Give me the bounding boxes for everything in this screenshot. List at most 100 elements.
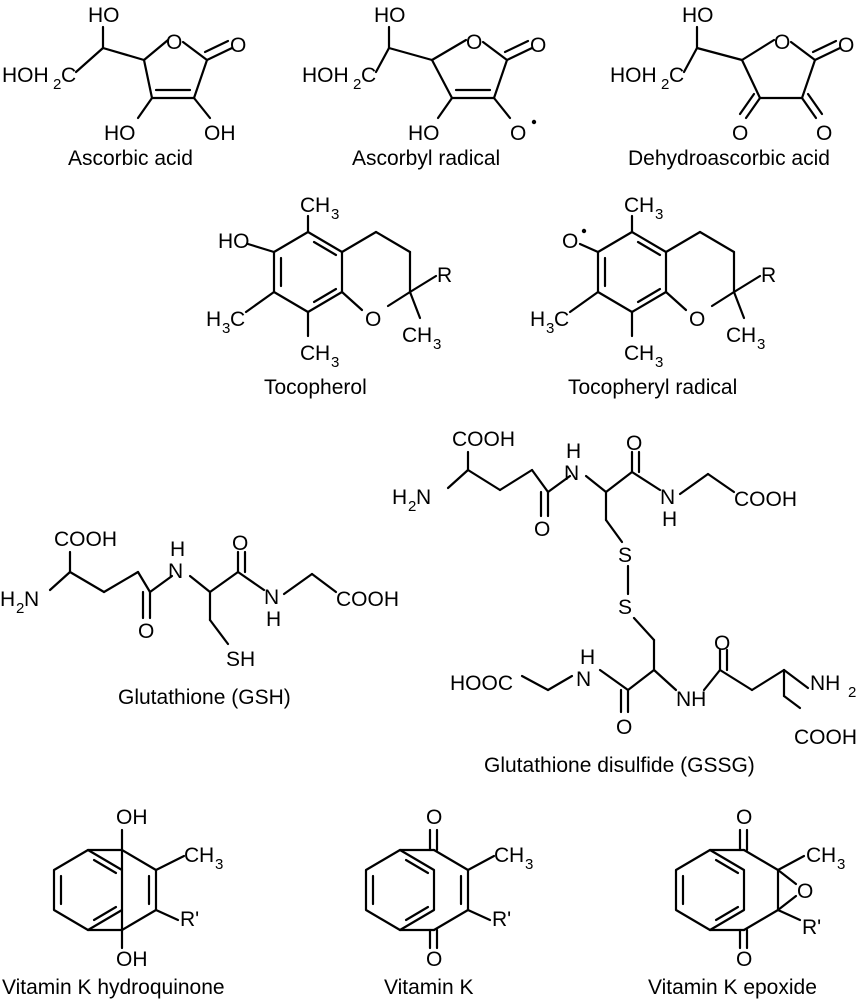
svg-text:3: 3 bbox=[546, 320, 554, 337]
svg-text:O: O bbox=[466, 31, 482, 54]
svg-text:N: N bbox=[24, 588, 39, 611]
svg-text:3: 3 bbox=[655, 354, 663, 371]
svg-text:S: S bbox=[618, 596, 632, 619]
svg-text:R: R bbox=[437, 264, 452, 287]
svg-text:COOH: COOH bbox=[794, 726, 857, 749]
svg-text:OH: OH bbox=[204, 122, 236, 145]
svg-text:O: O bbox=[365, 308, 381, 331]
svg-text:2: 2 bbox=[661, 76, 669, 93]
svg-text:H: H bbox=[639, 194, 654, 217]
svg-text:COOH: COOH bbox=[336, 588, 399, 611]
svg-text:N: N bbox=[564, 462, 579, 485]
svg-text:H: H bbox=[199, 844, 214, 867]
svg-text:3: 3 bbox=[837, 856, 845, 873]
svg-text:HOH: HOH bbox=[2, 64, 49, 87]
svg-text:R': R' bbox=[492, 908, 511, 931]
svg-text:R: R bbox=[761, 264, 776, 287]
svg-text:C: C bbox=[230, 308, 245, 331]
svg-text:N: N bbox=[660, 486, 675, 509]
svg-text:O: O bbox=[232, 532, 248, 555]
svg-text:2: 2 bbox=[848, 684, 856, 701]
svg-text:NH: NH bbox=[810, 672, 840, 695]
caption-tocopherol: Tocopherol bbox=[264, 376, 367, 399]
tocopheryl-radical-structure: C H 3 O R C H 3 O H 3 C C H 3 Tocopheryl… bbox=[530, 194, 776, 399]
svg-text:NH: NH bbox=[676, 688, 706, 711]
svg-text:O: O bbox=[562, 230, 578, 253]
svg-text:H: H bbox=[315, 342, 330, 365]
svg-text:O: O bbox=[736, 806, 752, 829]
caption-vitamin-k-hydroquinone: Vitamin K hydroquinone bbox=[2, 976, 225, 999]
svg-text:H: H bbox=[639, 342, 654, 365]
svg-text:C: C bbox=[184, 844, 199, 867]
svg-text:O: O bbox=[426, 806, 442, 829]
svg-text:C: C bbox=[300, 342, 315, 365]
svg-text:O: O bbox=[138, 620, 154, 643]
svg-text:3: 3 bbox=[222, 320, 230, 337]
svg-text:H: H bbox=[315, 194, 330, 217]
svg-text:SH: SH bbox=[226, 648, 255, 671]
svg-text:C: C bbox=[402, 324, 417, 347]
svg-text:N: N bbox=[416, 486, 431, 509]
svg-text:C: C bbox=[61, 64, 76, 87]
svg-text:HO: HO bbox=[374, 4, 406, 27]
svg-text:H: H bbox=[530, 308, 545, 331]
svg-text:H: H bbox=[170, 538, 185, 561]
svg-text:H: H bbox=[206, 308, 221, 331]
caption-glutathione: Glutathione (GSH) bbox=[118, 686, 291, 709]
tocopherol-structure: C H 3 O R C H 3 HO H 3 C C H 3 Tocophero… bbox=[206, 194, 452, 399]
svg-text:O: O bbox=[230, 34, 246, 57]
svg-text:C: C bbox=[361, 64, 376, 87]
vitamin-k-structure: O C H 3 R' O Vitamin K bbox=[364, 806, 533, 999]
svg-text:O: O bbox=[166, 31, 182, 54]
svg-text:H: H bbox=[821, 844, 836, 867]
svg-text:H: H bbox=[0, 588, 15, 611]
svg-text:COOH: COOH bbox=[54, 528, 117, 551]
caption-vitamin-k: Vitamin K bbox=[384, 976, 474, 999]
svg-text:HOH: HOH bbox=[302, 64, 349, 87]
svg-text:R': R' bbox=[802, 916, 821, 939]
svg-text:H: H bbox=[580, 646, 595, 669]
glutathione-structure: COOH H 2 N O H N SH O N H COOH Glutathio… bbox=[0, 528, 399, 709]
svg-text:H: H bbox=[566, 440, 581, 463]
caption-dehydroascorbic-acid: Dehydroascorbic acid bbox=[628, 147, 830, 170]
svg-text:C: C bbox=[806, 844, 821, 867]
svg-text:C: C bbox=[494, 844, 509, 867]
svg-text:H: H bbox=[266, 608, 281, 631]
svg-text:N: N bbox=[264, 586, 279, 609]
svg-text:2: 2 bbox=[53, 76, 61, 93]
svg-text:O: O bbox=[616, 716, 632, 739]
svg-text:H: H bbox=[662, 508, 677, 531]
svg-text:O: O bbox=[626, 432, 642, 455]
ascorbyl-radical-structure: HO HOH 2 C O O HO O Ascorbyl radical bbox=[302, 4, 546, 170]
svg-text:H: H bbox=[509, 844, 524, 867]
svg-text:3: 3 bbox=[215, 856, 223, 873]
svg-text:OH: OH bbox=[116, 806, 148, 829]
caption-glutathione-disulfide: Glutathione disulfide (GSSG) bbox=[484, 754, 755, 777]
svg-text:3: 3 bbox=[331, 354, 339, 371]
caption-ascorbic-acid: Ascorbic acid bbox=[68, 147, 193, 170]
glutathione-disulfide-structure: COOH H 2 N O H N S S O N H COOH bbox=[392, 428, 857, 777]
svg-text:O: O bbox=[816, 122, 832, 145]
svg-text:O: O bbox=[732, 122, 748, 145]
svg-text:O: O bbox=[689, 308, 705, 331]
svg-text:N: N bbox=[576, 668, 591, 691]
svg-text:3: 3 bbox=[757, 336, 765, 353]
svg-text:O: O bbox=[426, 948, 442, 971]
vitamin-k-hydroquinone-structure: OH C H 3 R' OH Vitamin K hydroquinone bbox=[2, 806, 225, 999]
svg-text:C: C bbox=[669, 64, 684, 87]
svg-text:HOH: HOH bbox=[610, 64, 657, 87]
svg-text:C: C bbox=[554, 308, 569, 331]
svg-text:C: C bbox=[624, 342, 639, 365]
svg-text:O: O bbox=[797, 880, 813, 903]
svg-text:2: 2 bbox=[16, 600, 24, 617]
svg-text:S: S bbox=[618, 544, 632, 567]
vitamin-k-epoxide-structure: O O C H 3 R' O Vitamin K epoxide bbox=[648, 806, 845, 999]
svg-text:H: H bbox=[741, 324, 756, 347]
svg-text:O: O bbox=[534, 518, 550, 541]
svg-text:3: 3 bbox=[525, 856, 533, 873]
caption-tocopheryl-radical: Tocopheryl radical bbox=[568, 376, 737, 399]
caption-ascorbyl-radical: Ascorbyl radical bbox=[352, 147, 500, 170]
svg-text:2: 2 bbox=[353, 76, 361, 93]
svg-text:COOH: COOH bbox=[734, 488, 797, 511]
